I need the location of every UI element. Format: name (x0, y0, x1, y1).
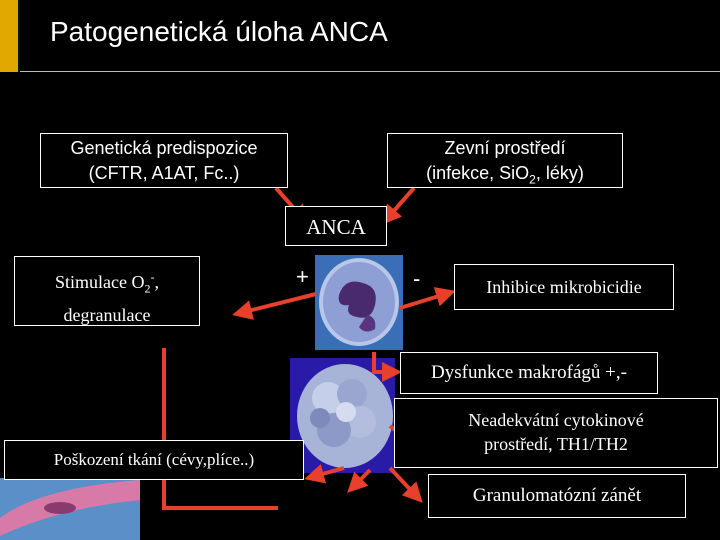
env-text-a: (infekce, SiO (426, 163, 530, 183)
plus-sign: + (296, 264, 309, 289)
title-bar: Patogenetická úloha ANCA (0, 0, 720, 72)
stim-text-a: Stimulace O (55, 272, 145, 292)
tissue-damage-label: Poškození tkání (cévy,plíce..) (53, 450, 255, 469)
genetic-line-1: Genetická predispozice (70, 138, 258, 158)
stimulation-line-2: degranulace (63, 304, 151, 325)
tissue-damage-box: Poškození tkání (cévy,plíce..) (4, 440, 304, 480)
stimulation-box: Stimulace O2-, degranulace (14, 256, 200, 326)
stim-sub: 2 (144, 281, 151, 296)
environment-box: Zevní prostředí (infekce, SiO2, léky) (387, 133, 623, 188)
anca-box: ANCA (285, 206, 387, 246)
anca-label: ANCA (306, 215, 366, 239)
env-sub: 2 (529, 172, 536, 187)
title-divider (18, 0, 20, 72)
neutrophil-cell-image (315, 255, 403, 350)
environment-line-2: (infekce, SiO2, léky) (388, 161, 622, 193)
stimulation-line-1: Stimulace O2-, (15, 264, 199, 302)
granuloma-label: Granulomatózní zánět (472, 485, 642, 506)
granulomatous-inflammation-box: Granulomatózní zánět (428, 474, 686, 518)
minus-sign: - (413, 266, 421, 291)
environment-line-1: Zevní prostředí (444, 138, 566, 158)
macrophage-cell-image (290, 358, 395, 473)
stim-text-b: , (154, 272, 159, 292)
macrophage-dysfunction-box: Dysfunkce makrofágů +,- (400, 352, 658, 394)
env-text-b: , léky) (535, 163, 584, 183)
page-title: Patogenetická úloha ANCA (50, 16, 388, 47)
inhibition-box: Inhibice mikrobicidie (454, 264, 674, 310)
cytokine-line-1: Neadekvátní cytokinové (468, 410, 644, 430)
genetic-predisposition-box: Genetická predispozice (CFTR, A1AT, Fc..… (40, 133, 288, 188)
cytokine-box: Neadekvátní cytokinové prostředí, TH1/TH… (394, 398, 718, 468)
title-accent-bar (0, 0, 18, 72)
tissue-cell-image (0, 478, 140, 540)
cytokine-line-2: prostředí, TH1/TH2 (484, 434, 628, 454)
inhibition-label: Inhibice mikrobicidie (486, 277, 642, 297)
stim-sup: - (150, 270, 155, 284)
dysfunction-label: Dysfunkce makrofágů +,- (431, 362, 627, 383)
genetic-line-2: (CFTR, A1AT, Fc..) (88, 163, 240, 183)
